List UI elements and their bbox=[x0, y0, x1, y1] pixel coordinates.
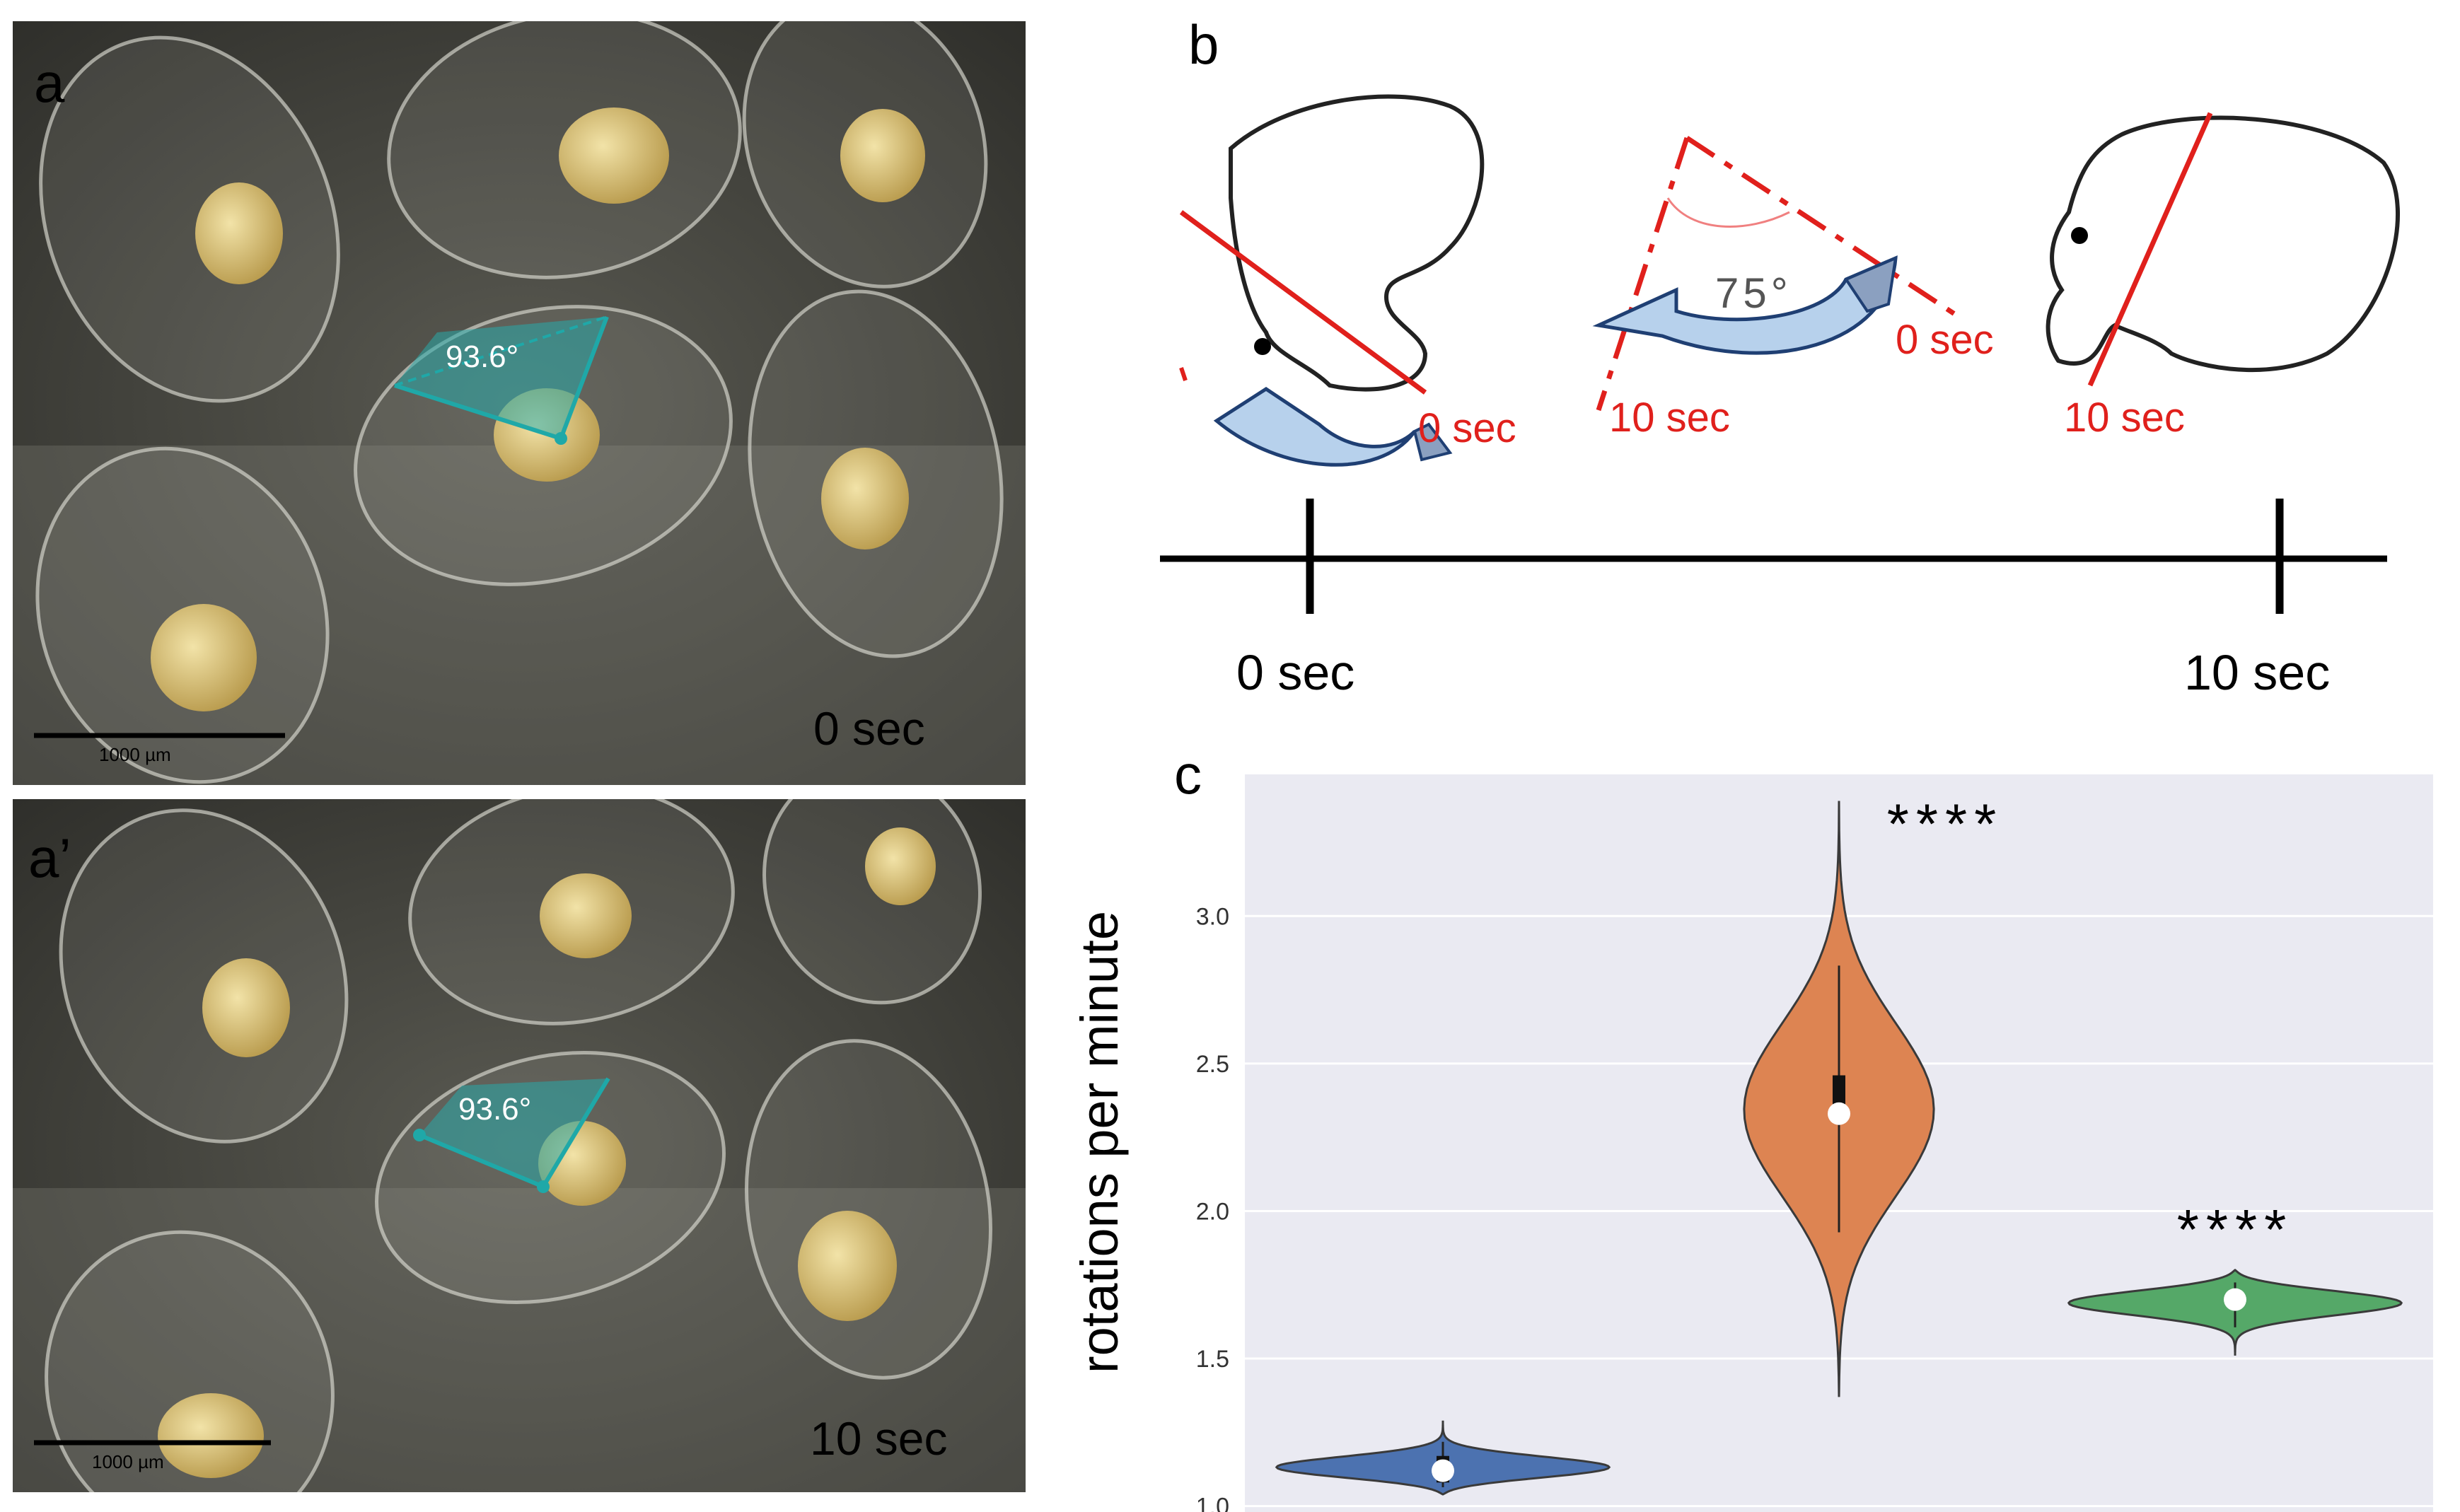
significance-annotation: **** bbox=[2177, 1198, 2294, 1261]
violin-median-point bbox=[1828, 1102, 1850, 1125]
violin-median-point bbox=[2224, 1288, 2246, 1311]
angle-start-time-label: 0 sec bbox=[1896, 317, 1994, 363]
panel-letter-a: a bbox=[34, 52, 65, 114]
y-tick-label: 2.0 bbox=[1196, 1198, 1229, 1225]
microscopy-image-10sec bbox=[13, 799, 1026, 1492]
panel-letter-c: c bbox=[1174, 750, 1202, 806]
embryo-axis-line bbox=[1179, 210, 1427, 395]
axis-tick bbox=[1179, 367, 1188, 381]
timestamp-label: 10 sec bbox=[810, 1412, 948, 1465]
y-tick-label: 2.5 bbox=[1196, 1051, 1229, 1078]
rotation-arrow-start bbox=[1213, 387, 1417, 467]
embryo-start-time-label: 0 sec bbox=[1418, 405, 1516, 451]
embryo-outline-start bbox=[1229, 94, 1485, 392]
angle-arc bbox=[1666, 197, 1790, 228]
arrow-tail-shade bbox=[1844, 255, 1898, 313]
y-axis-label: rotations per minute bbox=[1070, 911, 1129, 1373]
scale-bar-label: 1000 µm bbox=[99, 744, 171, 765]
panel-letter-b: b bbox=[1188, 13, 1219, 76]
timestamp-label: 0 sec bbox=[813, 702, 925, 755]
embryo-end-time-label: 10 sec bbox=[2064, 395, 2185, 441]
embryo-axis-line bbox=[2087, 112, 2213, 387]
y-tick-label: 3.0 bbox=[1196, 903, 1229, 930]
microscopy-photo-10sec bbox=[13, 799, 1026, 1492]
rotation-schematic: b 0 sec 75° 0 sec 10 sec 10 sec 0 sec 10… bbox=[1160, 13, 2400, 700]
angle-arm-start bbox=[1686, 136, 1957, 317]
violin-series: **** **** bbox=[1275, 793, 2403, 1496]
embryo-eye-dot bbox=[2071, 227, 2088, 244]
timeline-end-label: 10 sec bbox=[2184, 645, 2330, 700]
scale-bar-label: 1000 µm bbox=[92, 1451, 164, 1472]
timeline-start-label: 0 sec bbox=[1236, 645, 1354, 700]
embryo-eye-dot bbox=[1254, 338, 1271, 355]
panel-letter-a-prime: a’ bbox=[28, 827, 71, 889]
microscopy-image-0sec bbox=[13, 21, 1026, 785]
violin-chart: c 1.0 1.5 2.0 2.5 3.0 **** **** rotations per… bbox=[1070, 750, 2433, 1512]
significance-annotation: **** bbox=[1887, 793, 2004, 856]
angle-arm-end bbox=[1596, 136, 1690, 412]
angle-end-time-label: 10 sec bbox=[1609, 395, 1730, 441]
y-tick-label: 1.5 bbox=[1196, 1346, 1229, 1373]
rotation-arrow-angle bbox=[1592, 255, 1898, 355]
microscopy-photo-0sec bbox=[13, 21, 1026, 785]
violin-median-point bbox=[1432, 1459, 1454, 1482]
rotation-angle-label: 93.6° bbox=[446, 339, 519, 374]
rotation-angle-label: 93.6° bbox=[458, 1092, 532, 1127]
arrow-tail-shade bbox=[1412, 422, 1453, 462]
embryo-outline-end bbox=[2046, 115, 2400, 373]
rotation-angle-value: 75° bbox=[1715, 269, 1792, 317]
y-tick-labels: 1.0 1.5 2.0 2.5 3.0 bbox=[1196, 903, 1229, 1512]
y-tick-label: 1.0 bbox=[1196, 1494, 1229, 1512]
